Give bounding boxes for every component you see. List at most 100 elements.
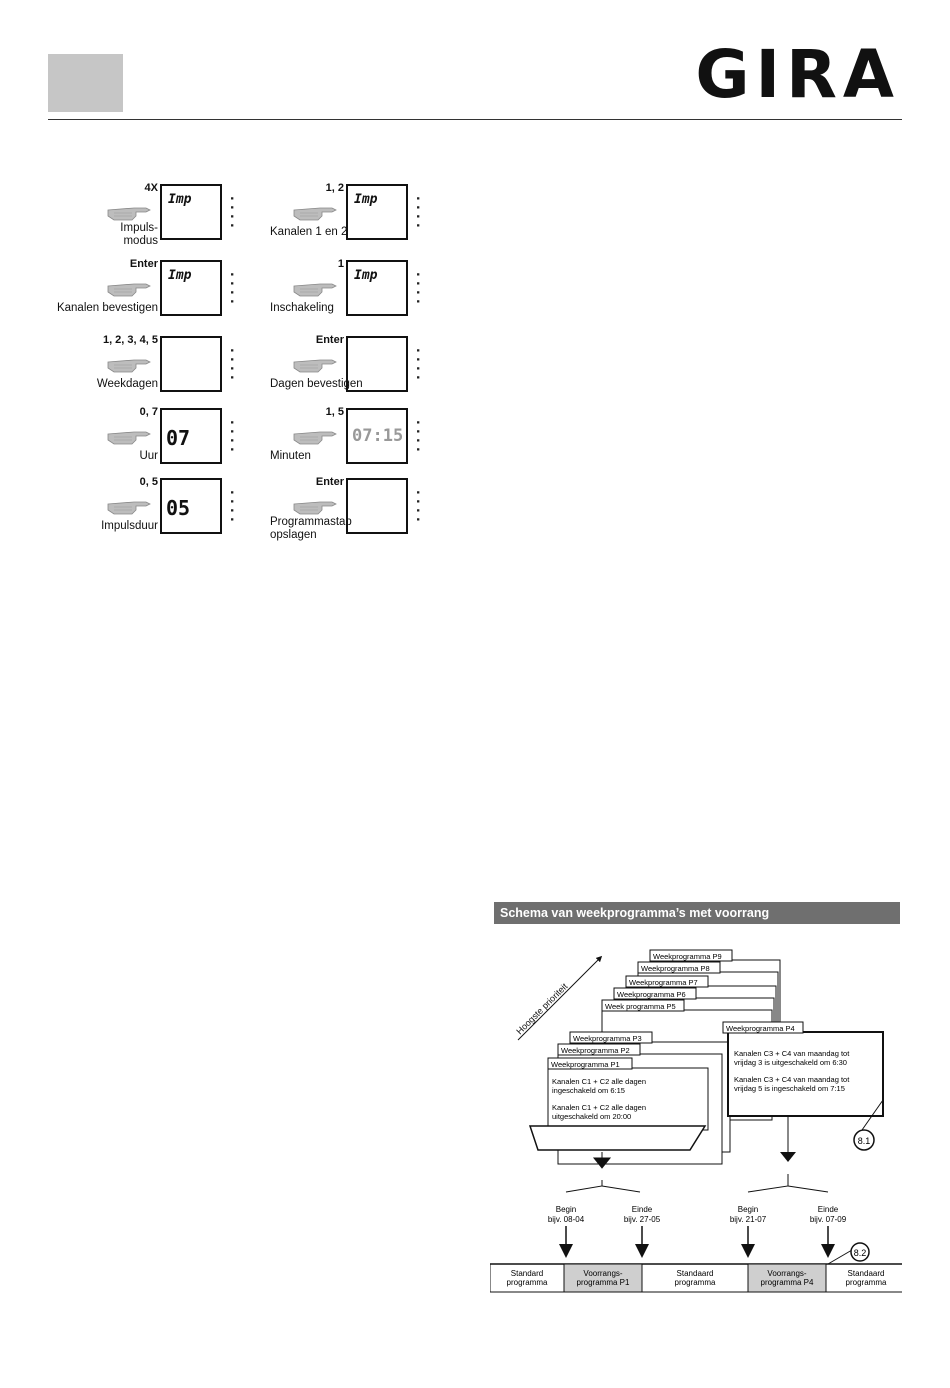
channel-marks: ▪▪▪▪ bbox=[230, 271, 234, 305]
date-value: bijv. 08-04 bbox=[548, 1215, 585, 1224]
step-caption: Dagen bevestigen bbox=[270, 378, 363, 390]
step-caption: Minuten bbox=[270, 450, 311, 462]
header-grey-box bbox=[48, 54, 123, 112]
key-label: 4X bbox=[144, 182, 158, 194]
lcd-display: 05 ▪▪▪▪ bbox=[160, 478, 234, 534]
sheet-tab-label: Weekprogramma P2 bbox=[561, 1046, 630, 1055]
lcd-display: Imp ▪▪▪▪ bbox=[160, 260, 234, 316]
step-5: 1, 2, 3, 4, 5 ▪▪▪▪ Weekdagen bbox=[84, 332, 264, 404]
lcd-text: Imp bbox=[354, 192, 378, 207]
step-caption: Weekdagen bbox=[96, 378, 158, 390]
channel-marks: ▪▪▪▪ bbox=[416, 271, 420, 305]
sheet-tab-label: Weekprogramma P6 bbox=[617, 990, 686, 999]
lcd-display: 07 ▪▪▪▪ bbox=[160, 408, 234, 464]
timeline-label: Voorrangs-programma P1 bbox=[577, 1269, 630, 1287]
channel-marks: ▪▪▪▪ bbox=[230, 195, 234, 229]
date-value: bijv. 07-09 bbox=[810, 1215, 847, 1224]
pressing-hand-icon bbox=[107, 431, 151, 445]
pressing-hand-icon bbox=[107, 501, 151, 515]
pressing-hand-icon bbox=[293, 207, 337, 221]
lcd-display: ▪▪▪▪ bbox=[346, 478, 420, 534]
channel-marks: ▪▪▪▪ bbox=[416, 195, 420, 229]
channel-marks: ▪▪▪▪ bbox=[230, 347, 234, 381]
key-label: 1, 2 bbox=[325, 182, 344, 194]
pressing-hand-icon bbox=[107, 207, 151, 221]
step-2: 1, 2 Imp ▪▪▪▪ Kanalen 1 en 2 bbox=[270, 180, 450, 252]
key-label: 1, 2, 3, 4, 5 bbox=[102, 334, 158, 346]
pressing-hand-icon bbox=[107, 359, 151, 373]
step-8: 1, 5 07:15 ▪▪▪▪ Minuten bbox=[270, 404, 450, 476]
step-7: 0, 7 07 ▪▪▪▪ Uur bbox=[84, 404, 264, 476]
channel-marks: ▪▪▪▪ bbox=[230, 489, 234, 523]
step-6: Enter ▪▪▪▪ Dagen bevestigen bbox=[270, 332, 450, 404]
key-label: 0, 5 bbox=[139, 476, 158, 488]
lcd-display: ▪▪▪▪ bbox=[346, 336, 420, 392]
diagram-title: Schema van weekprogramma’s met voorrang bbox=[494, 902, 900, 924]
pressing-hand-icon bbox=[293, 359, 337, 373]
step-caption: Uur bbox=[139, 450, 158, 462]
sheet-tab-label: Week programma P5 bbox=[605, 1002, 676, 1011]
ref-8-2: 8.2 bbox=[854, 1248, 867, 1258]
sheet-tab-label: Weekprogramma P9 bbox=[653, 952, 722, 961]
pressing-hand-icon bbox=[107, 283, 151, 297]
key-label: 1, 5 bbox=[325, 406, 344, 418]
lcd-display: 07:15 ▪▪▪▪ bbox=[346, 408, 420, 464]
priority-label: Hoogste prioriteit bbox=[514, 981, 570, 1037]
sheet-tab-label: Weekprogramma P8 bbox=[641, 964, 710, 973]
date-label: Einde bbox=[818, 1205, 839, 1214]
sheet-tab-label: Weekprogramma P3 bbox=[573, 1034, 642, 1043]
lcd-display: Imp ▪▪▪▪ bbox=[346, 184, 420, 240]
lcd-display: Imp▪▪▪▪ bbox=[346, 260, 420, 316]
pressing-hand-icon bbox=[293, 283, 337, 297]
date-label: Begin bbox=[556, 1205, 576, 1214]
header-divider bbox=[48, 119, 902, 120]
lcd-text: Imp bbox=[168, 192, 192, 207]
channel-marks: ▪▪▪▪ bbox=[416, 419, 420, 453]
date-value: bijv. 27-05 bbox=[624, 1215, 661, 1224]
lcd-text: 07:15 bbox=[352, 426, 404, 446]
step-caption: Kanalen 1 en 2 bbox=[270, 226, 348, 238]
date-value: bijv. 21-07 bbox=[730, 1215, 767, 1224]
pressing-hand-icon bbox=[293, 501, 337, 515]
lcd-text: 07 bbox=[166, 426, 191, 450]
step-caption: Kanalen bevestigen bbox=[56, 302, 158, 314]
p1-panel: Weekprogramma P1 Kanalen C1 + C2 alle da… bbox=[528, 1057, 709, 1151]
step-caption: Inschakeling bbox=[270, 302, 334, 314]
gira-logo: GIRA bbox=[695, 36, 900, 113]
key-label: 1 bbox=[337, 258, 344, 270]
p1-tab: Weekprogramma P1 bbox=[551, 1060, 620, 1069]
key-label: 0, 7 bbox=[139, 406, 158, 418]
channel-marks: ▪▪▪▪ bbox=[416, 347, 420, 381]
lcd-text: 05 bbox=[166, 496, 191, 520]
timeline-label: Voorrangs-programma P4 bbox=[761, 1269, 814, 1287]
p4-panel: Weekprogramma P4 Kanalen C3 + C4 van maa… bbox=[722, 1021, 884, 1117]
key-label: Enter bbox=[315, 334, 344, 346]
channel-marks: ▪▪▪▪ bbox=[230, 419, 234, 453]
key-label: Enter bbox=[315, 476, 344, 488]
lcd-display: ▪▪▪▪ bbox=[160, 336, 234, 392]
pressing-hand-icon bbox=[293, 431, 337, 445]
date-label: Einde bbox=[632, 1205, 653, 1214]
priority-diagram: Hoogste prioriteit Weekprogramma P9 Weekp… bbox=[490, 949, 902, 1293]
channel-marks: ▪▪▪▪ bbox=[416, 489, 420, 523]
lcd-display: Imp ▪▪▪▪ bbox=[160, 184, 234, 240]
ref-8-1: 8.1 bbox=[858, 1136, 871, 1146]
lcd-text: Imp bbox=[168, 268, 192, 283]
step-1: 4X Imp ▪▪▪▪ Impuls-modus bbox=[84, 180, 264, 252]
step-caption: Impuls-modus bbox=[120, 222, 158, 248]
sheet-tab-label: Weekprogramma P7 bbox=[629, 978, 698, 987]
p4-tab: Weekprogramma P4 bbox=[726, 1024, 795, 1033]
key-label: Enter bbox=[129, 258, 158, 270]
